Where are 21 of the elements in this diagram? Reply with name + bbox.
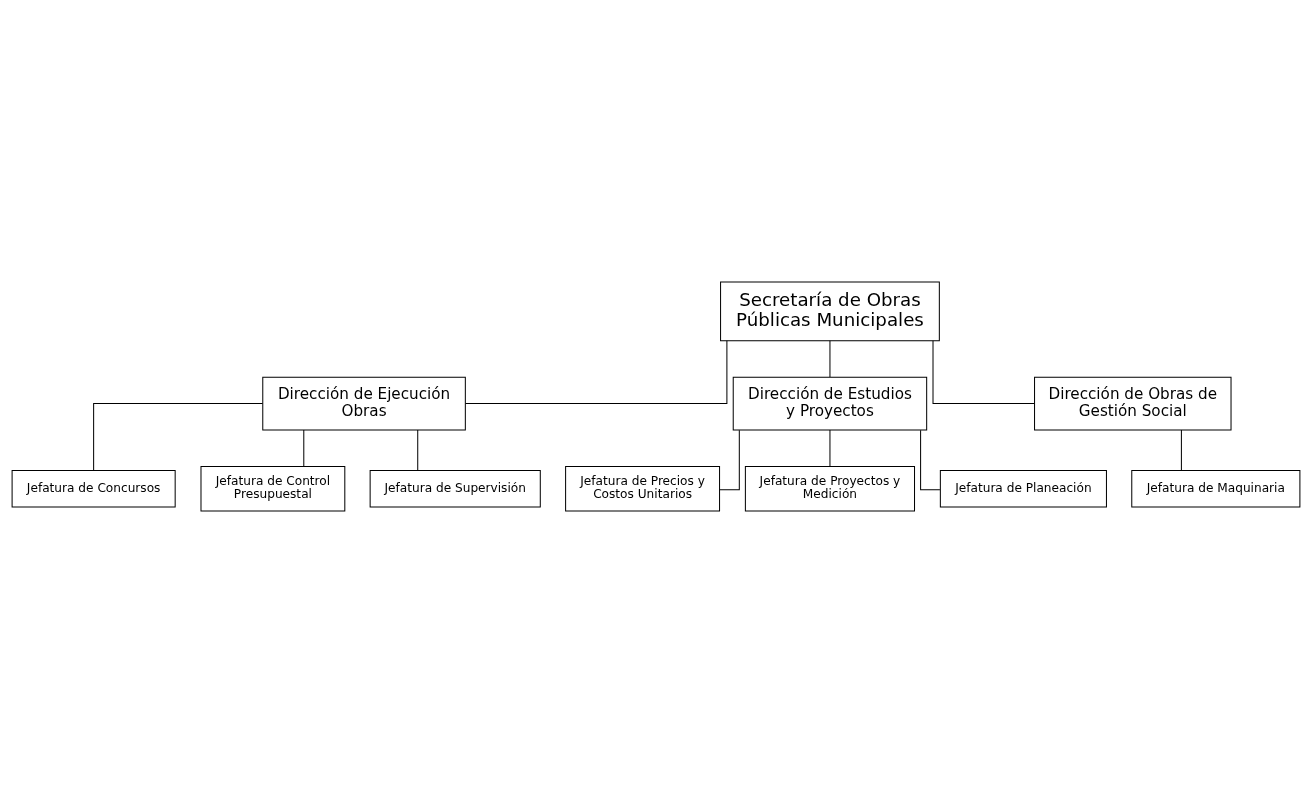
connector [465,340,728,405]
connector [719,429,740,491]
node-box: Jefatura de Supervisión [369,469,541,508]
node-box: Jefatura de Concursos [11,469,176,508]
connector [1180,429,1182,471]
node-box: Jefatura de Control Presupuestal [200,465,346,512]
node-box: Dirección de Obras de Gestión Social [1034,376,1232,431]
connector [829,340,831,378]
node-box: Secretaría de Obras Públicas Municipales [720,281,940,342]
node-box: Jefatura de Maquinaria [1131,469,1301,508]
node-box: Jefatura de Proyectos y Medición [744,465,916,512]
connector [932,340,1035,405]
node-box: Jefatura de Precios y Costos Unitarios [565,465,721,512]
connector [303,429,305,467]
node-box: Jefatura de Planeación [939,469,1107,508]
connector [920,429,941,491]
connector [93,403,264,471]
connector [829,429,831,467]
connector [417,429,419,471]
node-box: Dirección de Ejecución Obras [262,376,466,431]
node-box: Dirección de Estudios y Proyectos [732,376,928,431]
